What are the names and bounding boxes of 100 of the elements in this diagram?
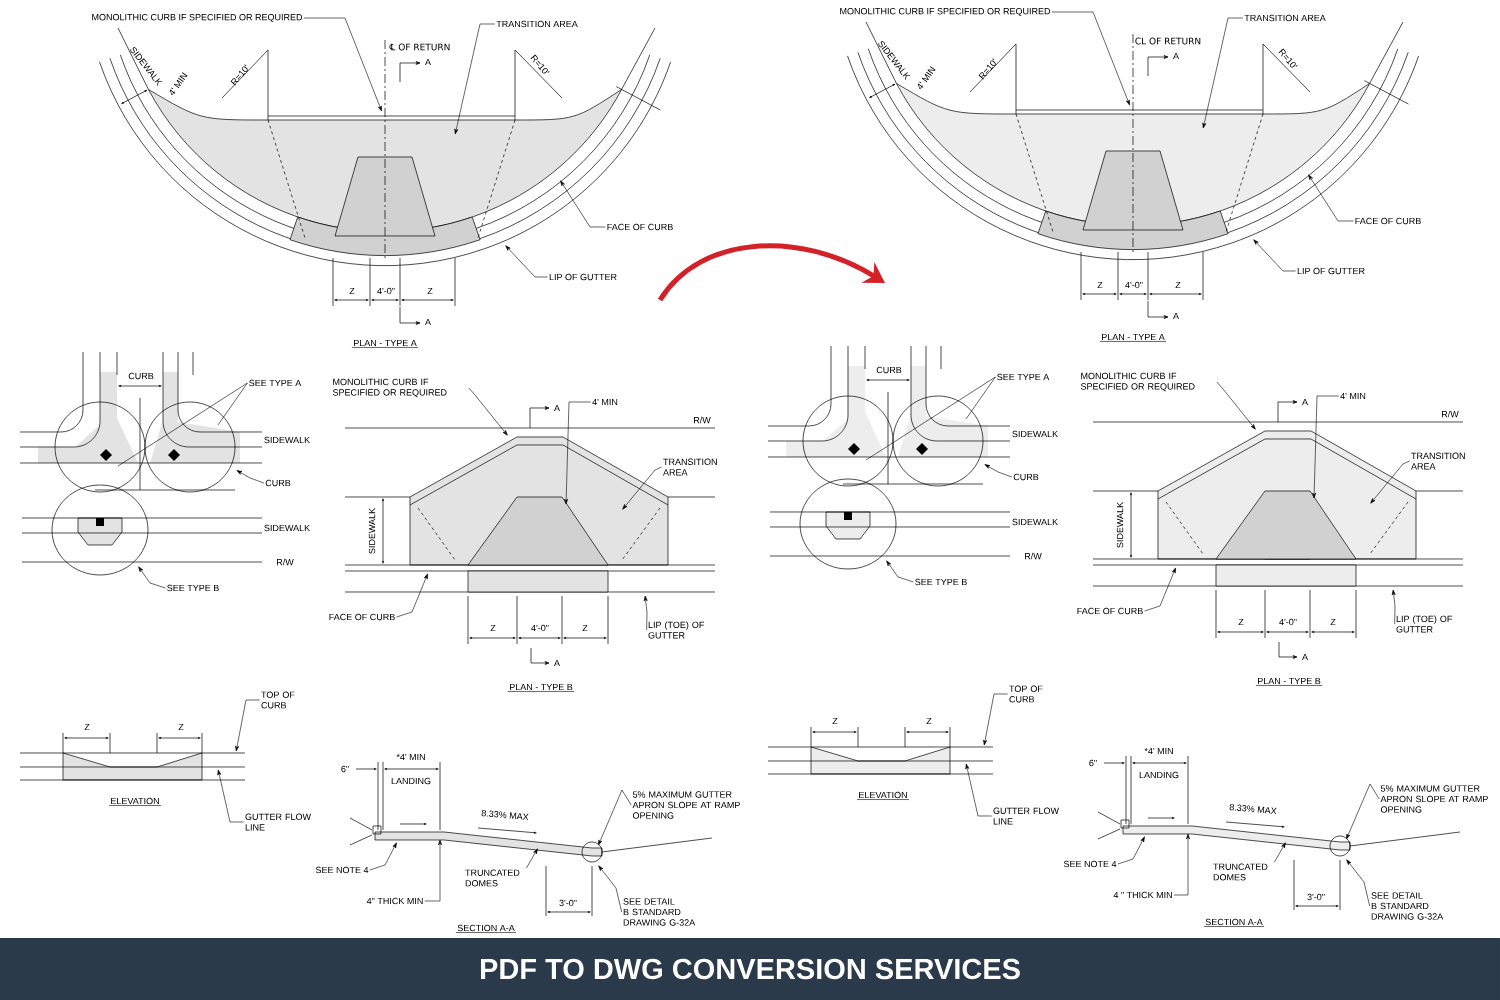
callout-label: 4' MIN <box>592 398 618 406</box>
callout-label: SEE DETAIL B STANDARD DRAWING G-32A <box>1371 892 1444 920</box>
leader-line <box>217 382 248 426</box>
dimension-label: Z <box>490 624 496 632</box>
leader-line <box>1346 783 1380 840</box>
leader-line <box>396 573 428 618</box>
drawing-label: R/W <box>1442 410 1459 418</box>
title-banner: PDF TO DWG CONVERSION SERVICES <box>0 938 1500 1000</box>
leader-line <box>598 789 632 846</box>
leader-line <box>1370 460 1410 504</box>
dimension-label: Z <box>1097 281 1103 289</box>
dimension-label: Z <box>582 624 588 632</box>
leader-line <box>369 842 397 871</box>
dimension-label: Z <box>1238 618 1244 626</box>
leader-line <box>1253 239 1296 272</box>
callout-label: 5% MAXIMUM GUTTER APRON SLOPE AT RAMP OPENING <box>1380 785 1488 813</box>
leader-line <box>598 865 622 913</box>
section-letter: A <box>554 404 560 412</box>
leader-line <box>965 376 996 420</box>
callout-label: FACE OF CURB <box>1355 217 1421 225</box>
callout-label: SEE NOTE 4 <box>1063 860 1117 868</box>
leader-line <box>1144 567 1176 612</box>
leader-line <box>1202 17 1244 129</box>
dimension-label: Z <box>427 287 433 295</box>
view-title: PLAN - TYPE B <box>507 683 575 692</box>
callout-label: FACE OF CURB <box>329 613 395 621</box>
dimension-label: 3'-0" <box>1307 893 1325 901</box>
leader-line <box>138 566 166 589</box>
dimension-label: SIDEWALK <box>1116 502 1124 548</box>
dimension-label: CURB <box>128 372 154 380</box>
callout-label: SEE TYPE A <box>249 379 302 387</box>
leader-line <box>1117 836 1145 865</box>
leader-line <box>236 470 265 484</box>
slope-label: 8.33% MAX <box>481 809 529 821</box>
dimension-label: Z <box>1330 618 1336 626</box>
section-letter: A <box>425 58 431 66</box>
drawing-label: SIDEWALK <box>264 524 310 532</box>
leader-line <box>1173 833 1190 896</box>
callout-label: GUTTER FLOW LINE <box>245 813 311 831</box>
dimension-label: Z <box>832 717 838 725</box>
callout-label: TRUNCATED DOMES <box>465 869 520 887</box>
leader-line <box>643 595 648 631</box>
callout-label: TRANSITION AREA <box>1411 452 1465 470</box>
callout-label: TRANSITION AREA <box>663 458 717 476</box>
leader-line <box>1346 859 1370 907</box>
leader-line <box>1274 842 1286 863</box>
leader-line <box>117 382 248 467</box>
dimension-label: Z <box>1175 281 1181 289</box>
leader-line <box>1312 395 1340 499</box>
callout-label: 4 " THICK MIN <box>1113 891 1172 899</box>
leader-line <box>505 245 548 278</box>
callout-label: TRANSITION AREA <box>496 20 578 28</box>
callout-label: MONOLITHIC CURB IF SPECIFIED OR REQUIRED <box>332 378 447 398</box>
leader-line <box>965 763 992 817</box>
leader-line <box>1216 381 1256 430</box>
leader-line <box>424 839 442 902</box>
callout-label: SEE TYPE B <box>167 584 219 592</box>
centerline-label: CL OF RETURN <box>1135 37 1201 45</box>
leader-line <box>983 693 1008 746</box>
drawing-label: R/W <box>1025 552 1042 560</box>
dimension-label: *4' MIN <box>1144 747 1173 755</box>
callout-label: TOP OF CURB <box>261 691 295 709</box>
dimension-label: 3'-0" <box>559 899 577 907</box>
callout-label: SEE DETAIL B STANDARD DRAWING G-32A <box>623 898 696 926</box>
callout-label: FACE OF CURB <box>607 223 673 231</box>
slope-label: 8.33% MAX <box>1229 803 1277 815</box>
section-letter: A <box>1302 653 1308 661</box>
callout-label: SEE TYPE A <box>997 373 1050 381</box>
drawing-label: SIDEWALK <box>1012 518 1058 526</box>
callout-label: 4" THICK MIN <box>366 897 423 905</box>
view-title: ELEVATION <box>108 797 162 806</box>
dimension-label: Z <box>84 723 90 731</box>
callout-label: LIP OF GUTTER <box>1297 267 1365 275</box>
drawing-label: LANDING <box>1139 771 1179 779</box>
leader-line <box>468 387 508 436</box>
callout-label: TRANSITION AREA <box>1244 14 1326 22</box>
leader-line <box>564 401 592 505</box>
dimension-label: 6" <box>341 765 349 773</box>
dimension-label: Z <box>178 723 184 731</box>
leader-line <box>1308 174 1354 222</box>
view-title: PLAN - TYPE B <box>1255 677 1323 686</box>
callout-label: CURB <box>265 479 291 487</box>
leader-line <box>560 180 606 228</box>
drawing-label: R/W <box>277 558 294 566</box>
view-title: SECTION A-A <box>1203 918 1265 927</box>
callout-label: LIP (TOE) OF GUTTER <box>648 621 704 639</box>
leader-line <box>235 699 260 752</box>
callout-label: MONOLITHIC CURB IF SPECIFIED OR REQUIRED <box>1080 372 1195 392</box>
callout-label: LIP OF GUTTER <box>549 273 617 281</box>
leader-line <box>217 769 244 823</box>
callout-label: LIP (TOE) OF GUTTER <box>1396 615 1452 633</box>
dimension-label: 4'-0" <box>1125 281 1143 289</box>
leader-line <box>886 560 914 583</box>
view-title: SECTION A-A <box>455 924 517 933</box>
callout-label: GUTTER FLOW LINE <box>993 807 1059 825</box>
callout-label: MONOLITHIC CURB IF SPECIFIED OR REQUIRED <box>840 8 1051 16</box>
view-title: ELEVATION <box>856 791 910 800</box>
section-letter: A <box>1302 398 1308 406</box>
drawing-label: SIDEWALK <box>264 436 310 444</box>
dimension-label: 6" <box>1089 759 1097 767</box>
